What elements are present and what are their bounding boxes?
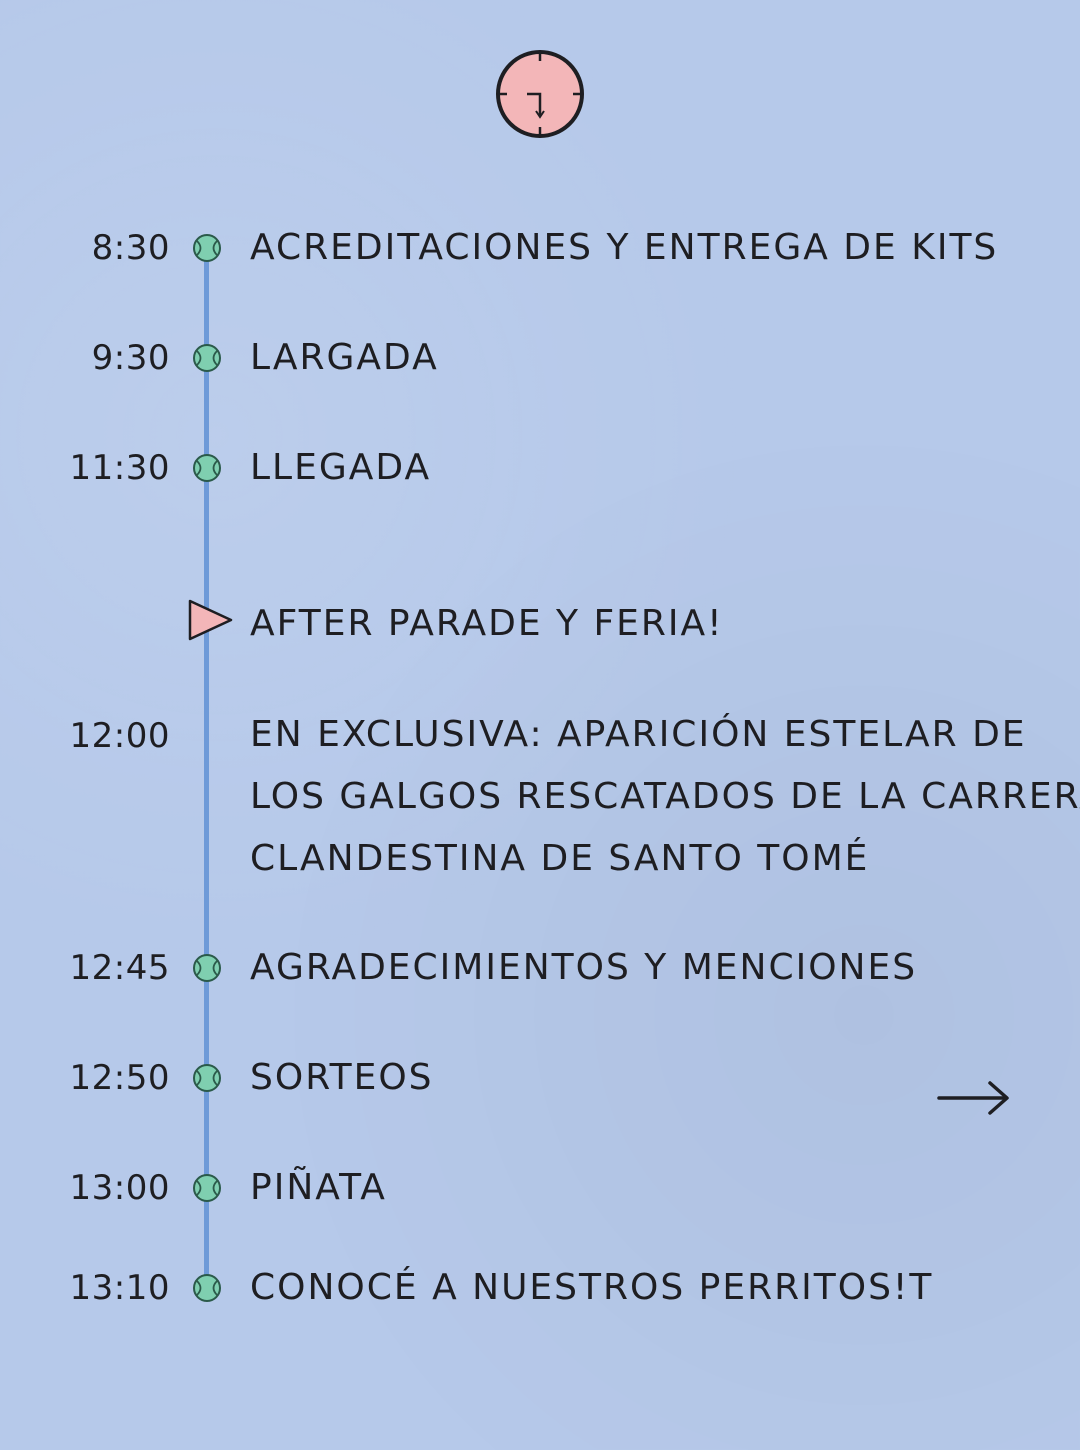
description-line: LOS GALGOS RESCATADOS DE LA CARRERA [250, 776, 1080, 817]
arrow-right-icon[interactable] [936, 1078, 1012, 1118]
schedule-item-label: CONOCÉ A NUESTROS PERRITOS!T [250, 1267, 934, 1308]
flag-icon [188, 599, 233, 641]
tennis-ball-icon [193, 234, 221, 262]
tennis-ball-icon [193, 1064, 221, 1092]
schedule-item-label: ACREDITACIONES Y ENTREGA DE KITS [250, 227, 999, 268]
description-line: EN EXCLUSIVA: APARICIÓN ESTELAR DE [250, 714, 1027, 755]
timeline-line [204, 250, 209, 1290]
time-label: 13:00 [69, 1168, 170, 1208]
time-label: 11:30 [69, 448, 170, 488]
schedule-item-label: LLEGADA [250, 447, 432, 488]
time-label: 12:00 [69, 716, 170, 756]
clock-icon [496, 50, 584, 138]
schedule-item-label: PIÑATA [250, 1167, 387, 1208]
tennis-ball-icon [193, 454, 221, 482]
schedule-item-label: AGRADECIMIENTOS Y MENCIONES [250, 947, 918, 988]
tennis-ball-icon [193, 1274, 221, 1302]
schedule-item-description: EN EXCLUSIVA: APARICIÓN ESTELAR DE LOS G… [250, 704, 1080, 890]
tennis-ball-icon [193, 954, 221, 982]
schedule-item-label: SORTEOS [250, 1057, 434, 1098]
time-label: 8:30 [91, 228, 170, 268]
schedule-item-label: AFTER PARADE Y FERIA! [250, 603, 724, 644]
schedule-item-label: LARGADA [250, 337, 439, 378]
time-label: 12:50 [69, 1058, 170, 1098]
time-label: 12:45 [69, 948, 170, 988]
tennis-ball-icon [193, 1174, 221, 1202]
description-line: CLANDESTINA DE SANTO TOMÉ [250, 838, 870, 879]
time-label: 13:10 [69, 1268, 170, 1308]
time-label: 9:30 [91, 338, 170, 378]
tennis-ball-icon [193, 344, 221, 372]
